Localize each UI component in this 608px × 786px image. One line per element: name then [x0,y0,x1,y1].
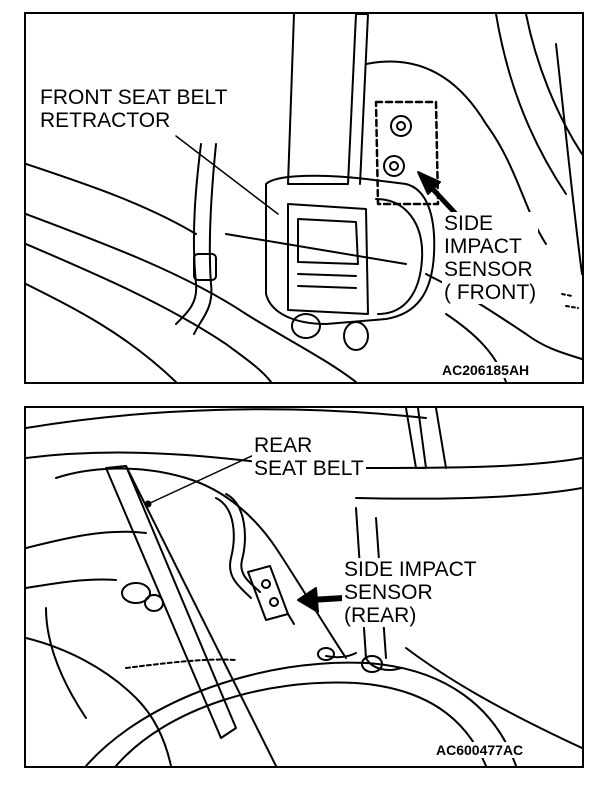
figure-code-bottom: AC600477AC [434,742,526,758]
label-front-seat-belt-retractor: FRONT SEAT BELT RETRACTOR [38,86,230,132]
rear-sensor-illustration: REAR SEAT BELT SIDE IMPACT SENSOR (REAR)… [24,406,584,768]
front-line-drawing [26,14,582,382]
label-rear-seat-belt: REAR SEAT BELT [252,434,366,480]
front-sensor-illustration: FRONT SEAT BELT RETRACTOR SIDE IMPACT SE… [24,12,584,384]
figure-code-top: AC206185AH [440,362,532,378]
label-side-impact-sensor-rear: SIDE IMPACT SENSOR (REAR) [342,558,479,627]
label-side-impact-sensor-front: SIDE IMPACT SENSOR ( FRONT) [442,212,539,304]
rear-line-drawing [26,408,582,766]
